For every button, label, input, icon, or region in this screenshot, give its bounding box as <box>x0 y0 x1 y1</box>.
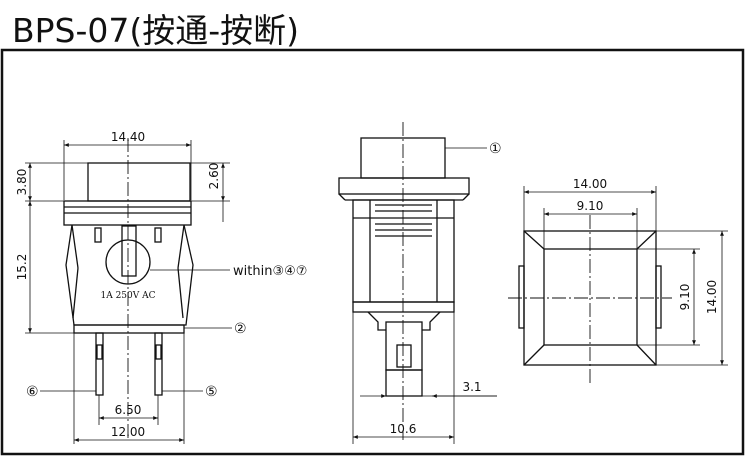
dim-pin-spacing: 6.50 <box>115 403 142 417</box>
side-flange-top <box>338 177 470 195</box>
dim-cap-height: 3.80 <box>15 169 29 196</box>
drawing-title: BPS-07(按通-按断) <box>12 11 300 50</box>
dim-top-inner-height: 9.10 <box>678 284 692 311</box>
dim-side-pin: 3.1 <box>462 380 481 394</box>
dim-top-inner-width: 9.10 <box>577 199 604 213</box>
callout-2: ② <box>234 321 247 337</box>
side-base <box>352 301 455 313</box>
dim-front-width: 14.40 <box>111 130 145 144</box>
front-button-cap <box>87 162 191 202</box>
dim-top-outer-width: 14.00 <box>573 177 607 191</box>
callout-6: ⑥ <box>26 384 39 400</box>
callout-5: ⑤ <box>205 384 218 400</box>
pin-right <box>154 332 163 396</box>
dim-cap-top: 2.60 <box>207 163 221 190</box>
front-center-terminal <box>121 225 137 277</box>
dim-body-height: 15.2 <box>15 254 29 281</box>
side-view <box>338 137 470 397</box>
pin-left <box>95 332 104 396</box>
within-note: within③④⑦ <box>233 264 307 279</box>
side-body <box>352 199 455 303</box>
callout-1: ① <box>489 141 502 157</box>
top-inner-square <box>543 248 638 346</box>
dim-top-outer-height: 14.00 <box>705 280 719 314</box>
dim-side-width: 10.6 <box>390 422 417 436</box>
dim-bottom-width: 12.00 <box>111 425 145 439</box>
side-pin <box>385 369 423 397</box>
frame-border <box>0 48 745 456</box>
front-view <box>63 162 194 396</box>
front-base <box>73 324 185 334</box>
side-pin-housing <box>385 321 423 371</box>
